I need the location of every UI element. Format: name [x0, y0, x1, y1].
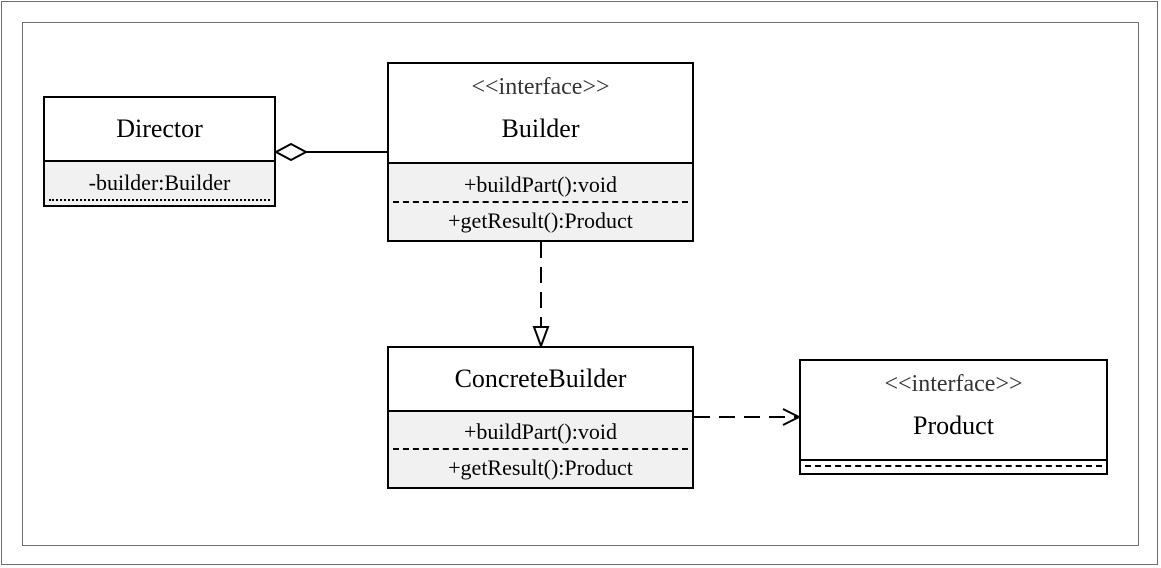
- class-concretebuilder-header: ConcreteBuilder: [389, 348, 692, 412]
- class-builder[interactable]: <<interface>> Builder +buildPart():void …: [387, 62, 694, 242]
- aggregation-connector: [273, 142, 388, 162]
- class-concretebuilder-methods: +buildPart():void +getResult():Product: [389, 412, 692, 487]
- method-buildpart: +buildPart():void: [464, 172, 617, 197]
- diagram-canvas: [22, 22, 1139, 546]
- stereotype-label: <<interface>>: [884, 371, 1023, 397]
- class-product[interactable]: <<interface>> Product: [799, 359, 1108, 475]
- attribute-builder: -builder:Builder: [88, 170, 231, 195]
- class-builder-methods: +buildPart():void +getResult():Product: [389, 164, 692, 240]
- aggregation-diamond: [273, 142, 309, 162]
- stereotype-label: <<interface>>: [471, 74, 610, 100]
- realization-arrowhead: [532, 326, 550, 349]
- attribute-end-divider: [49, 199, 270, 201]
- class-director-attributes: -builder:Builder: [45, 162, 274, 205]
- dependency-connector: [694, 408, 802, 426]
- class-name: ConcreteBuilder: [454, 364, 627, 393]
- member-divider: [805, 465, 1102, 467]
- method-divider: [393, 448, 688, 450]
- method-getresult: +getResult():Product: [448, 455, 633, 480]
- class-builder-header: <<interface>> Builder: [389, 64, 692, 164]
- class-name: Product: [913, 411, 994, 440]
- method-getresult: +getResult():Product: [448, 208, 633, 233]
- class-name: Director: [116, 114, 203, 143]
- class-director-header: Director: [45, 98, 274, 162]
- class-product-header: <<interface>> Product: [801, 361, 1106, 461]
- class-name: Builder: [501, 114, 580, 143]
- class-concretebuilder[interactable]: ConcreteBuilder +buildPart():void +getRe…: [387, 346, 694, 489]
- method-divider: [393, 201, 688, 203]
- realization-connector: [532, 242, 550, 349]
- class-director[interactable]: Director -builder:Builder: [43, 96, 276, 207]
- method-buildpart: +buildPart():void: [464, 419, 617, 444]
- class-product-members: [801, 461, 1106, 473]
